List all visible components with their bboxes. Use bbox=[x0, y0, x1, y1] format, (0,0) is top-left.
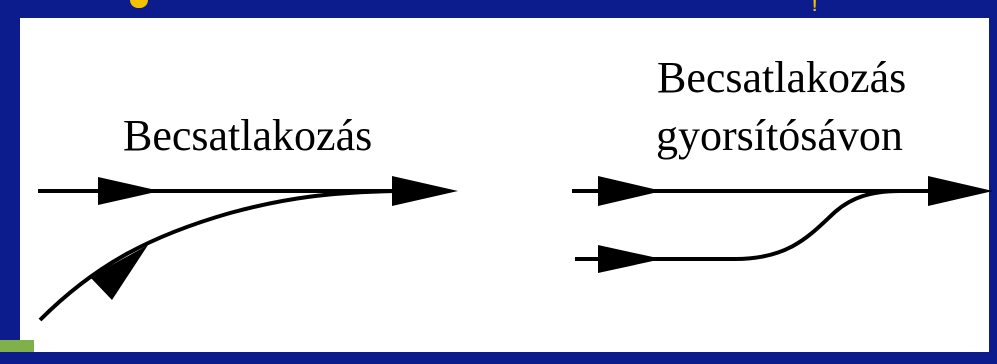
yellow-accent-right: ! bbox=[812, 0, 818, 15]
slide-bottom-border bbox=[0, 352, 997, 364]
right-acceleration-lane-arrow bbox=[598, 245, 662, 273]
yellow-accent-left bbox=[130, 0, 148, 8]
left-merge-road-line bbox=[38, 189, 401, 322]
right-merge-label-line-2: gyorsítósávon bbox=[656, 111, 903, 160]
right-merge-label-line-1: Becsatlakozás bbox=[657, 53, 907, 102]
left-merge-road-arrow bbox=[90, 245, 148, 300]
right-acceleration-lane-line bbox=[575, 189, 901, 261]
right-main-road-arrow-head bbox=[928, 176, 993, 206]
right-main-road-arrow-1 bbox=[598, 176, 662, 206]
left-main-road-arrow-head bbox=[392, 176, 458, 206]
slide-right-border bbox=[989, 0, 997, 364]
left-main-road-arrow-1 bbox=[98, 177, 160, 205]
slide-left-border bbox=[0, 0, 20, 364]
green-accent-mark bbox=[0, 340, 34, 352]
left-merge-label: Becsatlakozás bbox=[123, 111, 373, 160]
slide-top-border bbox=[0, 0, 997, 18]
